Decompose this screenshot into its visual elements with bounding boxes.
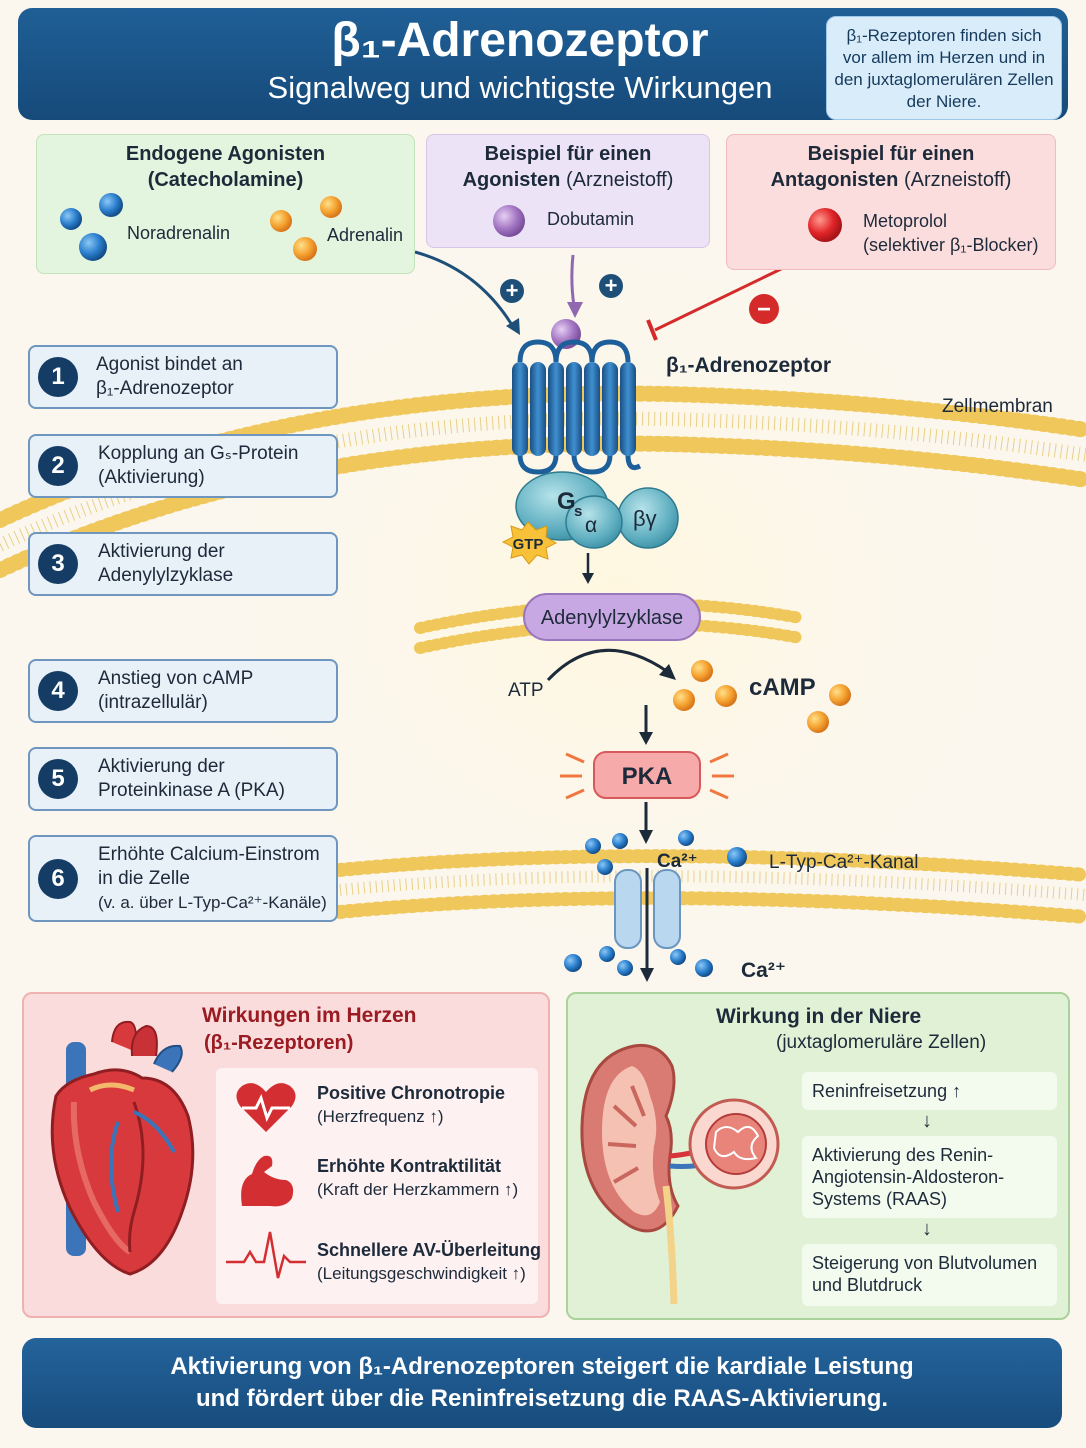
svg-text:PKA: PKA: [622, 763, 673, 790]
noradrenalin-label: Noradrenalin: [127, 223, 231, 243]
svg-text:−: −: [757, 296, 771, 323]
metoprolol-molecule-icon: [808, 208, 842, 242]
svg-text:s: s: [574, 503, 582, 520]
antagonist-drug-box: Beispiel für einen Antagonisten (Arzneis…: [726, 134, 1056, 270]
receptor-label: β₁-Adrenozeptor: [666, 354, 831, 377]
gs-protein: G s α βγ: [515, 471, 679, 549]
svg-text:G: G: [557, 488, 576, 515]
l-type-calcium-channel: [614, 869, 681, 949]
antagonist-title-2: Antagonisten: [770, 169, 899, 191]
pka: PKA: [560, 751, 734, 800]
kidney-step-1: Reninfreisetzung ↑: [802, 1072, 1057, 1110]
camp-label: cAMP: [749, 674, 816, 701]
svg-text:+: +: [506, 278, 519, 303]
beta1-receptor: [512, 339, 642, 475]
dobutamin-molecule-icon: [493, 205, 525, 237]
heart-title: Wirkungen im Herzen: [202, 1004, 417, 1027]
ca-label-bottom: Ca²⁺: [741, 959, 786, 982]
kidney-arrow-2: ↓: [922, 1218, 932, 1240]
heart-item-2-sub: (Kraft der Herzkammern ↑): [317, 1180, 519, 1199]
endogenous-arrow: [414, 250, 517, 331]
adrenalin-label: Adrenalin: [327, 225, 404, 245]
atp-to-camp-arrow: [546, 648, 669, 682]
heart-illustration: [50, 1020, 195, 1276]
svg-text:α: α: [585, 514, 597, 537]
plus-sign-endogenous: +: [500, 278, 524, 303]
kidney-title: Wirkung in der Niere: [716, 1005, 922, 1028]
adrenalin-molecules-icon: [270, 196, 342, 261]
footer-line-2: und fördert über die Reninfreisetzung di…: [195, 1385, 889, 1412]
metoprolol-label: Metoprolol: [863, 211, 948, 231]
heart-item-2-title: Erhöhte Kontraktilität: [317, 1156, 502, 1176]
muscle-icon: [241, 1155, 294, 1207]
kidney-step-2: Aktivierung des Renin-Angiotensin-Aldost…: [802, 1136, 1057, 1218]
camp-molecules: [673, 660, 851, 733]
endogenous-agonists-box: Endogene Agonisten (Catecholamine) Norad…: [36, 134, 415, 274]
svg-text:GTP: GTP: [513, 536, 544, 553]
antagonist-title-1: Beispiel für einen: [807, 143, 975, 165]
dobutamin-label: Dobutamin: [547, 209, 635, 229]
location-note: β₁-Rezeptoren finden sich vor allem im H…: [826, 16, 1062, 120]
heart-subtitle: (β₁-Rezeptoren): [204, 1032, 354, 1054]
membrane-label: Zellmembran: [942, 396, 1053, 417]
agonist-title-1: Beispiel für einen: [484, 143, 652, 165]
gtp-badge: GTP: [501, 521, 558, 565]
footer-line-1: Aktivierung von β₁-Adrenozeptoren steige…: [170, 1353, 914, 1380]
adenylyl-cyclase: Adenylylzyklase: [523, 593, 701, 641]
page-title: β₁-Adrenozeptor: [331, 14, 709, 67]
endogenous-title-2: (Catecholamine): [147, 169, 304, 191]
heart-item-3-title: Schnellere AV-Überleitung: [317, 1240, 542, 1260]
channel-label: L-Typ-Ca²⁺-Kanal: [769, 852, 918, 873]
calcium-ions-extracellular: [585, 830, 747, 875]
summary-footer: Aktivierung von β₁-Adrenozeptoren steige…: [22, 1338, 1062, 1428]
kidney-illustration: [580, 1043, 780, 1305]
calcium-ions-intracellular: [564, 946, 713, 977]
heart-item-1-sub: (Herzfrequenz ↑): [317, 1107, 444, 1126]
atp-label: ATP: [508, 680, 544, 701]
kidney-arrow-1: ↓: [922, 1110, 932, 1132]
heart-item-1-title: Positive Chronotropie: [317, 1083, 506, 1103]
agonist-drug-box: Beispiel für einen Agonisten (Arzneistof…: [426, 134, 710, 248]
agonist-title-2: Agonisten: [462, 169, 561, 191]
minus-sign-blocker: −: [749, 294, 779, 324]
ca-label-top: Ca²⁺: [657, 851, 698, 872]
alpha-subunit: [565, 495, 623, 549]
svg-text:Adenylylzyklase: Adenylylzyklase: [541, 607, 683, 629]
heart-item-3-sub: (Leitungsgeschwindigkeit ↑): [317, 1264, 526, 1283]
endogenous-title-1: Endogene Agonisten: [125, 143, 326, 165]
kidney-step-3: Steigerung von Blutvolumen und Blutdruck: [802, 1244, 1057, 1306]
svg-text:+: +: [605, 273, 618, 298]
svg-text:βγ: βγ: [633, 506, 657, 531]
step-2: 2 Kopplung an Gₛ-Protein(Aktivierung): [28, 434, 338, 498]
plus-sign-dobutamin: +: [599, 273, 623, 298]
page-subtitle: Signalweg und wichtigste Wirkungen: [267, 70, 773, 105]
lower-membrane: [333, 849, 1086, 924]
kidney-subtitle: (juxtaglomeruläre Zellen): [776, 1032, 987, 1053]
noradrenalin-molecules-icon: [60, 193, 123, 261]
ecg-icon: [226, 1231, 306, 1279]
step-4: 4 Anstieg von cAMP(intrazellulär): [28, 659, 338, 723]
heart-rate-icon: [236, 1083, 296, 1132]
metoprolol-sub: (selektiver β₁-Blocker): [863, 235, 1039, 255]
